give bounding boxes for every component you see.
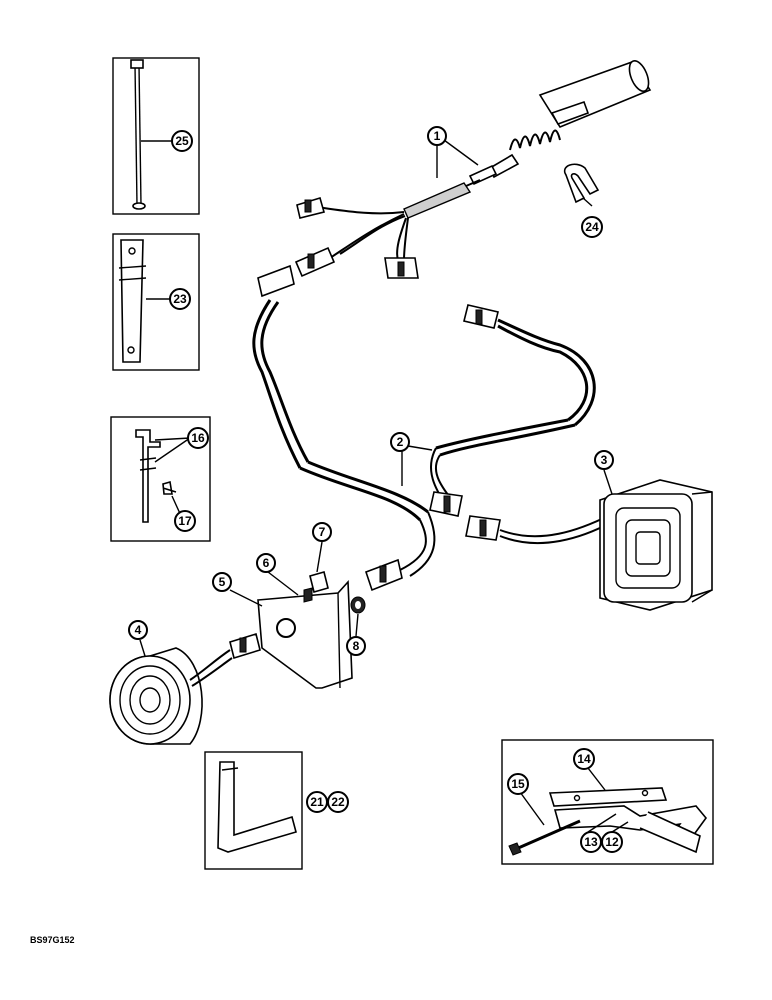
svg-text:8: 8 [353,639,360,653]
svg-text:3: 3 [601,453,608,467]
inset-box-mount-kit [501,739,714,865]
callout-4: 4 [128,620,148,640]
svg-text:24: 24 [585,220,599,234]
svg-text:2: 2 [397,435,404,449]
inset-box-bracket [110,416,211,542]
inset-box-strap [112,233,200,371]
callout-13: 13 [580,831,602,853]
inset-box-cable-tie [112,57,200,215]
callout-25: 25 [171,130,193,152]
cable-clamp [563,163,600,204]
callout-16: 16 [187,427,209,449]
harness-plug [468,60,652,186]
drawing-code: BS97G152 [30,935,75,945]
svg-text:5: 5 [219,575,226,589]
svg-text:21: 21 [310,795,324,809]
square-lamp [599,479,713,611]
harness-lead-left [252,264,436,592]
harness-lead-right [429,304,613,545]
callout-22: 22 [327,791,349,813]
svg-text:14: 14 [577,752,591,766]
svg-text:25: 25 [175,134,189,148]
callout-5: 5 [212,572,232,592]
callout-1: 1 [427,126,447,146]
callout-3: 3 [594,450,614,470]
inset-box-long-bracket [204,751,303,870]
svg-text:4: 4 [135,623,142,637]
callout-6: 6 [256,553,276,573]
svg-text:6: 6 [263,556,270,570]
callout-21: 21 [306,791,328,813]
svg-text:17: 17 [178,514,192,528]
callout-23: 23 [169,288,191,310]
round-lamp [109,632,261,745]
leader-lines [139,139,629,833]
callout-12: 12 [601,831,623,853]
callout-7: 7 [312,522,332,542]
svg-text:7: 7 [319,525,326,539]
svg-text:1: 1 [434,129,441,143]
svg-text:12: 12 [605,835,619,849]
callout-24: 24 [581,216,603,238]
callout-8: 8 [346,636,366,656]
callout-17: 17 [174,510,196,532]
harness-main-sleeve [403,179,481,219]
lamp-bracket [257,571,366,689]
callout-2: 2 [390,432,410,452]
svg-text:23: 23 [173,292,187,306]
svg-text:22: 22 [331,795,345,809]
harness-branches [294,196,419,279]
svg-text:15: 15 [511,777,525,791]
callout-14: 14 [573,748,595,770]
callout-15: 15 [507,773,529,795]
svg-text:13: 13 [584,835,598,849]
svg-text:16: 16 [191,431,205,445]
